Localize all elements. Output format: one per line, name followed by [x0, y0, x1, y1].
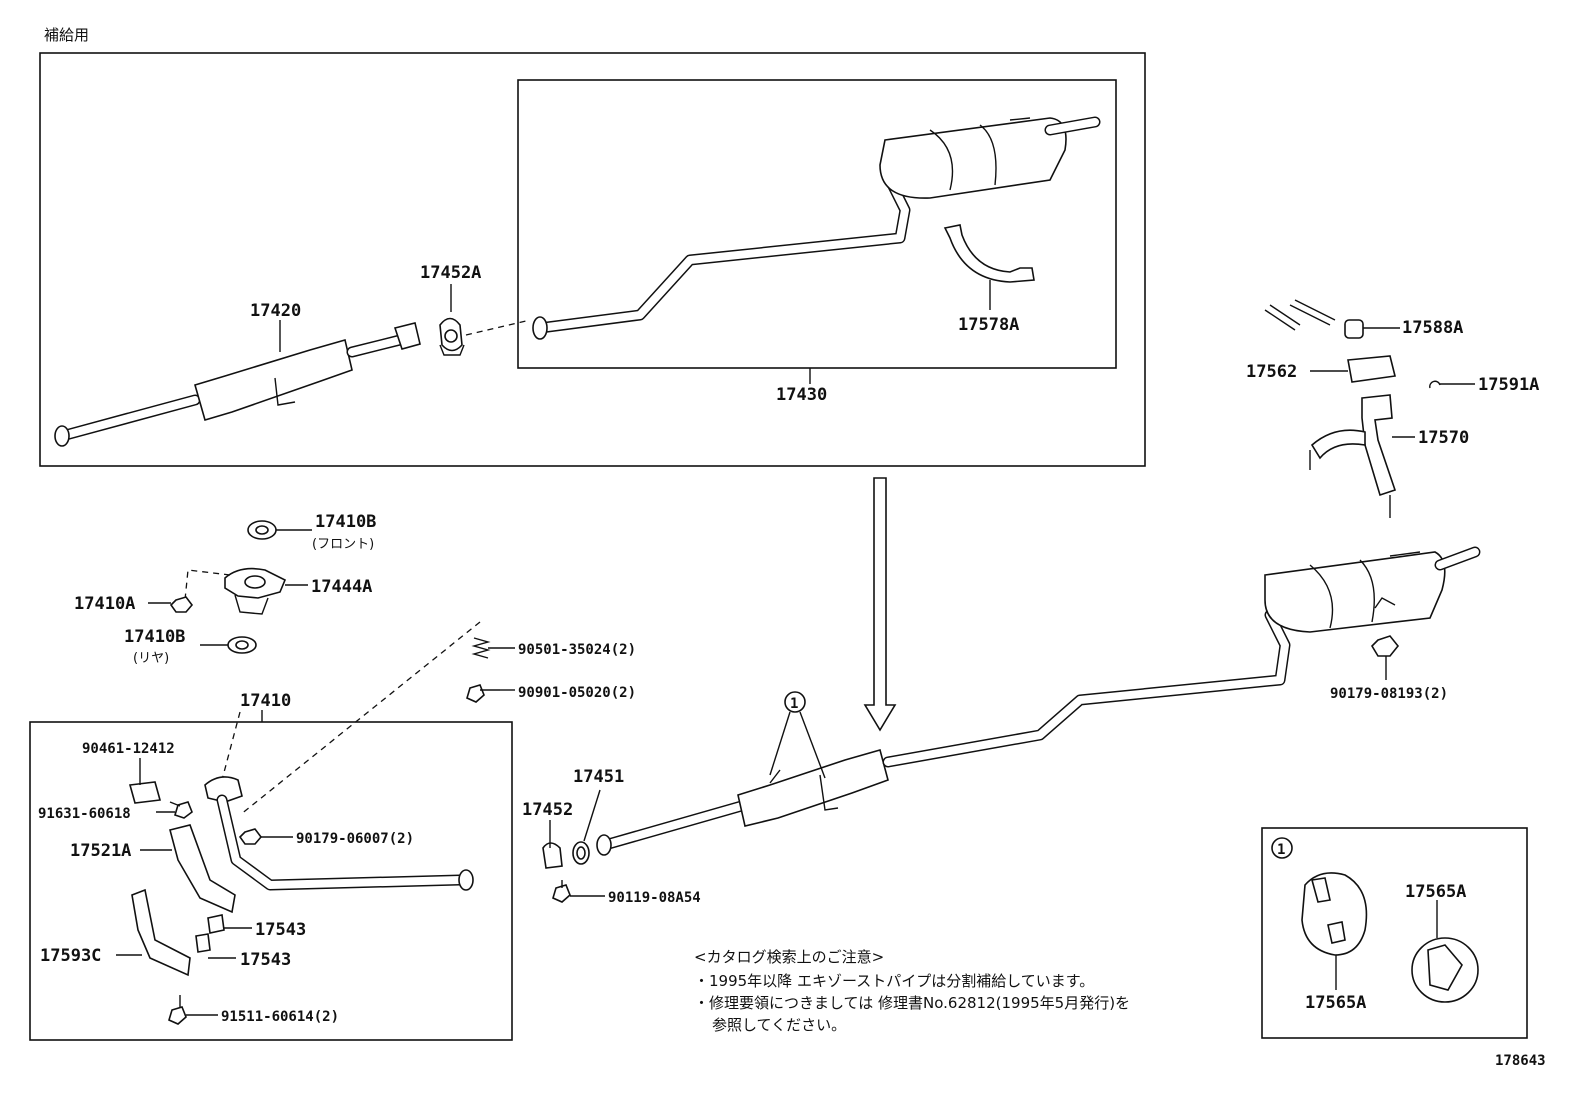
- part-label-91511-60614: 91511-60614(2): [221, 1009, 339, 1025]
- heat-insulator-part-17593C: [131, 888, 191, 977]
- clip-part-17543-b: [195, 933, 211, 953]
- gasket-part-17451: [572, 841, 590, 865]
- part-label-17543-a: 17543: [255, 920, 306, 940]
- part-label-90179-08193: 90179-08193(2): [1330, 686, 1448, 702]
- flange-part-17444A: [224, 567, 287, 615]
- part-label-17521A: 17521A: [70, 841, 131, 861]
- part-label-17430: 17430: [776, 385, 827, 405]
- hanger-part-17570: [1309, 394, 1397, 518]
- hanger-cushion-part-17565A-a: [1301, 872, 1368, 956]
- part-label-90501-35024: 90501-35024(2): [518, 642, 636, 658]
- part-note-17410B-front: (フロント): [312, 537, 374, 552]
- gasket-part-17410B-rear: [227, 636, 257, 654]
- part-note-17410B-rear: (リヤ): [133, 651, 169, 666]
- part-label-17565A-a: 17565A: [1305, 993, 1366, 1013]
- hanger-rods: [1264, 299, 1336, 331]
- clip-part-17543-a: [207, 914, 225, 934]
- part-label-17565A-b: 17565A: [1405, 882, 1466, 902]
- bracket-part-17562: [1347, 355, 1396, 383]
- bolt-part-91631-60618: [169, 801, 193, 819]
- heat-insulator-part-17521A: [169, 824, 236, 914]
- bolt-part-90901-05020: [466, 684, 500, 703]
- part-label-17410B-front: 17410B: [315, 512, 376, 532]
- reference-box-marker-1-label: 1: [1277, 842, 1285, 858]
- part-label-17410: 17410: [240, 691, 291, 711]
- catalog-note-line-1: ・1995年以降 エキゾーストパイプは分割補給しています。: [694, 972, 1094, 990]
- part-label-17452: 17452: [522, 800, 573, 820]
- assembled-exhaust-system: [596, 546, 1481, 856]
- part-label-17410B-rear: 17410B: [124, 627, 185, 647]
- hanger-cushion-part-17565A-b: [1411, 937, 1479, 1003]
- supply-label: 補給用: [44, 26, 89, 44]
- part-label-91631-60618: 91631-60618: [38, 806, 131, 822]
- supply-box: [39, 52, 1146, 467]
- reference-marker-1: [784, 691, 806, 713]
- front-pipe-part-17410: [204, 776, 474, 891]
- clamp-part-17452A: [439, 317, 465, 356]
- tail-pipe-box: [517, 79, 1117, 369]
- part-label-17451: 17451: [573, 767, 624, 787]
- part-label-17570: 17570: [1418, 428, 1469, 448]
- catalog-note-title: <カタログ検索上のご注意>: [694, 948, 884, 966]
- nut-part-90179-06007: [238, 828, 263, 845]
- part-label-17420: 17420: [250, 301, 301, 321]
- part-label-90901-05020: 90901-05020(2): [518, 685, 636, 701]
- catalog-note-line-3: 参照してください。: [712, 1016, 846, 1034]
- part-label-17444A: 17444A: [311, 577, 372, 597]
- front-pipe-assembly-box: [29, 721, 513, 1041]
- gasket-part-17410B-front: [247, 520, 277, 540]
- bracket-part-17578A: [943, 224, 1035, 283]
- part-label-17588A: 17588A: [1402, 318, 1463, 338]
- reference-box-marker-1: [1271, 837, 1293, 859]
- part-label-17543-b: 17543: [240, 950, 291, 970]
- reference-box-1: [1261, 827, 1528, 1039]
- bolt-part-91511-60614: [168, 995, 187, 1025]
- part-label-17410A: 17410A: [74, 594, 135, 614]
- part-label-90119-08A54: 90119-08A54: [608, 890, 701, 906]
- diagram-number: 178643: [1495, 1053, 1546, 1069]
- spring-part-90501-35024: [471, 637, 491, 659]
- down-arrow-icon: [863, 477, 897, 732]
- reference-marker-1-label: 1: [790, 696, 798, 712]
- part-label-17562: 17562: [1246, 362, 1297, 382]
- clip-part-17591A: [1429, 380, 1441, 389]
- nut-part-90179-08193: [1370, 635, 1400, 657]
- front-exhaust-pipe-part-17420: [54, 322, 421, 447]
- part-label-17452A: 17452A: [420, 263, 481, 283]
- catalog-note-line-2: ・修理要領につきましては 修理書No.62812(1995年5月発行)を: [694, 994, 1130, 1012]
- bolt-part-90119-08A54: [552, 880, 571, 903]
- nut-part-17410A: [169, 596, 194, 613]
- clip-part-90461-12412: [128, 781, 162, 804]
- cushion-part-17588A: [1344, 319, 1364, 339]
- clamp-part-17452: [542, 842, 563, 869]
- tail-pipe-part-17430: [532, 116, 1101, 340]
- part-label-90179-06007: 90179-06007(2): [296, 831, 414, 847]
- part-label-17593C: 17593C: [40, 946, 101, 966]
- part-label-90461-12412: 90461-12412: [82, 741, 175, 757]
- part-label-17591A: 17591A: [1478, 375, 1539, 395]
- part-label-17578A: 17578A: [958, 315, 1019, 335]
